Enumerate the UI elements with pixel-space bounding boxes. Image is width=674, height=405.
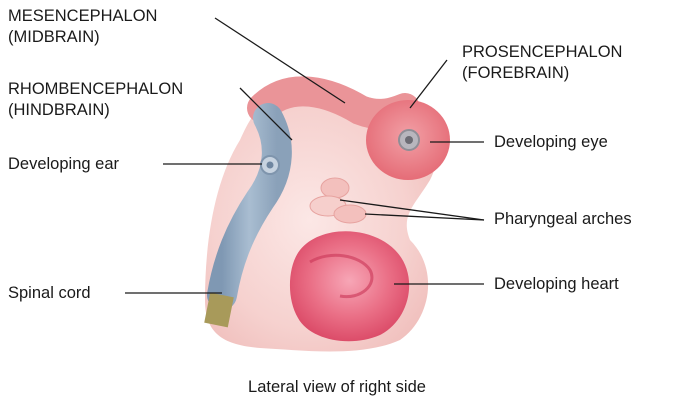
label-prosencephalon: PROSENCEPHALON (FOREBRAIN) [462, 42, 622, 84]
label-rhombencephalon: RHOMBENCEPHALON (HINDBRAIN) [8, 79, 183, 121]
label-developing-eye: Developing eye [494, 132, 608, 153]
spinal-cord [216, 295, 222, 325]
label-spinal-cord: Spinal cord [8, 283, 91, 304]
label-pharyngeal-arches: Pharyngeal arches [494, 209, 632, 230]
label-developing-ear: Developing ear [8, 154, 119, 175]
label-developing-heart: Developing heart [494, 274, 619, 295]
developing-heart [290, 231, 409, 341]
figure-caption: Lateral view of right side [0, 378, 674, 397]
label-mesencephalon: MESENCEPHALON (MIDBRAIN) [8, 6, 157, 48]
